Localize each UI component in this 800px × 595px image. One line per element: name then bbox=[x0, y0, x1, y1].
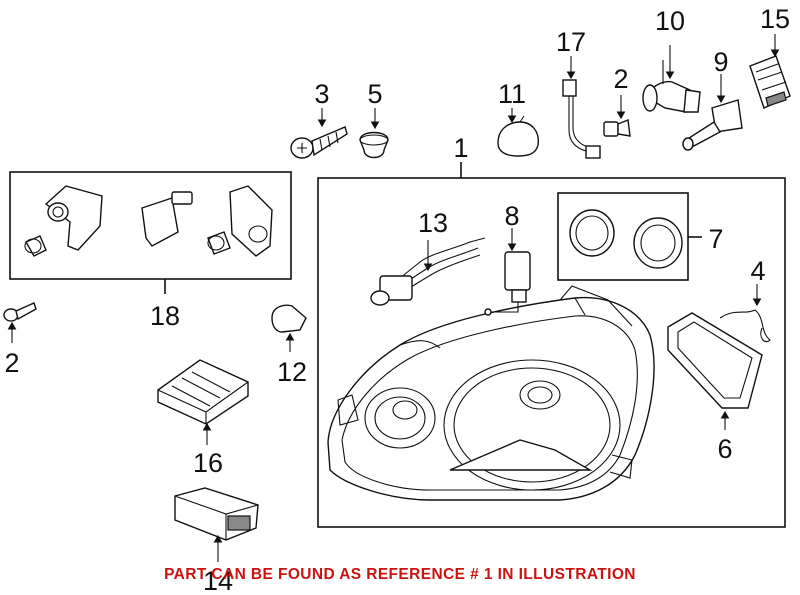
clip-wire bbox=[719, 284, 771, 343]
callout-11: 11 bbox=[498, 79, 526, 109]
bulb-12 bbox=[271, 304, 307, 352]
callout-10: 10 bbox=[655, 6, 685, 36]
callout-13: 13 bbox=[418, 208, 448, 238]
callout-5: 5 bbox=[367, 79, 382, 109]
callout-2-left: 2 bbox=[4, 348, 19, 378]
callout-8: 8 bbox=[504, 201, 519, 231]
callout-14: 14 bbox=[203, 566, 233, 595]
headlamp-assembly-box bbox=[317, 177, 786, 528]
callout-17: 17 bbox=[556, 27, 586, 57]
callout-4: 4 bbox=[750, 256, 765, 286]
lens-rings bbox=[569, 209, 683, 269]
callout-9: 9 bbox=[713, 47, 728, 77]
bracket-kit-box bbox=[9, 171, 292, 280]
harness-17 bbox=[562, 56, 601, 159]
callout-2-top: 2 bbox=[613, 64, 628, 94]
headlamp-housing bbox=[327, 285, 655, 501]
bulb-11 bbox=[497, 108, 539, 157]
xenon-bulb-9 bbox=[682, 74, 743, 151]
reference-note: PART CAN BE FOUND AS REFERENCE # 1 IN IL… bbox=[164, 566, 636, 583]
callout-18: 18 bbox=[150, 301, 180, 331]
module-14 bbox=[174, 487, 259, 562]
screw-3 bbox=[290, 108, 348, 159]
callout-3: 3 bbox=[314, 79, 329, 109]
screw-2-left bbox=[3, 302, 37, 343]
connector-8 bbox=[484, 228, 531, 316]
control-module-15 bbox=[749, 34, 791, 109]
gasket bbox=[667, 312, 763, 430]
callout-12: 12 bbox=[277, 357, 307, 387]
screw-2-top bbox=[603, 95, 631, 137]
callout-15: 15 bbox=[760, 4, 790, 34]
halogen-bulb-10 bbox=[642, 45, 701, 113]
callout-16: 16 bbox=[193, 448, 223, 478]
callout-1: 1 bbox=[453, 133, 468, 163]
ballast-16 bbox=[157, 359, 249, 445]
plug-5 bbox=[359, 108, 389, 159]
callout-7: 7 bbox=[708, 224, 723, 254]
socket-harness bbox=[370, 237, 486, 306]
callout-6: 6 bbox=[717, 434, 732, 464]
bracket-kit-parts bbox=[24, 185, 273, 257]
